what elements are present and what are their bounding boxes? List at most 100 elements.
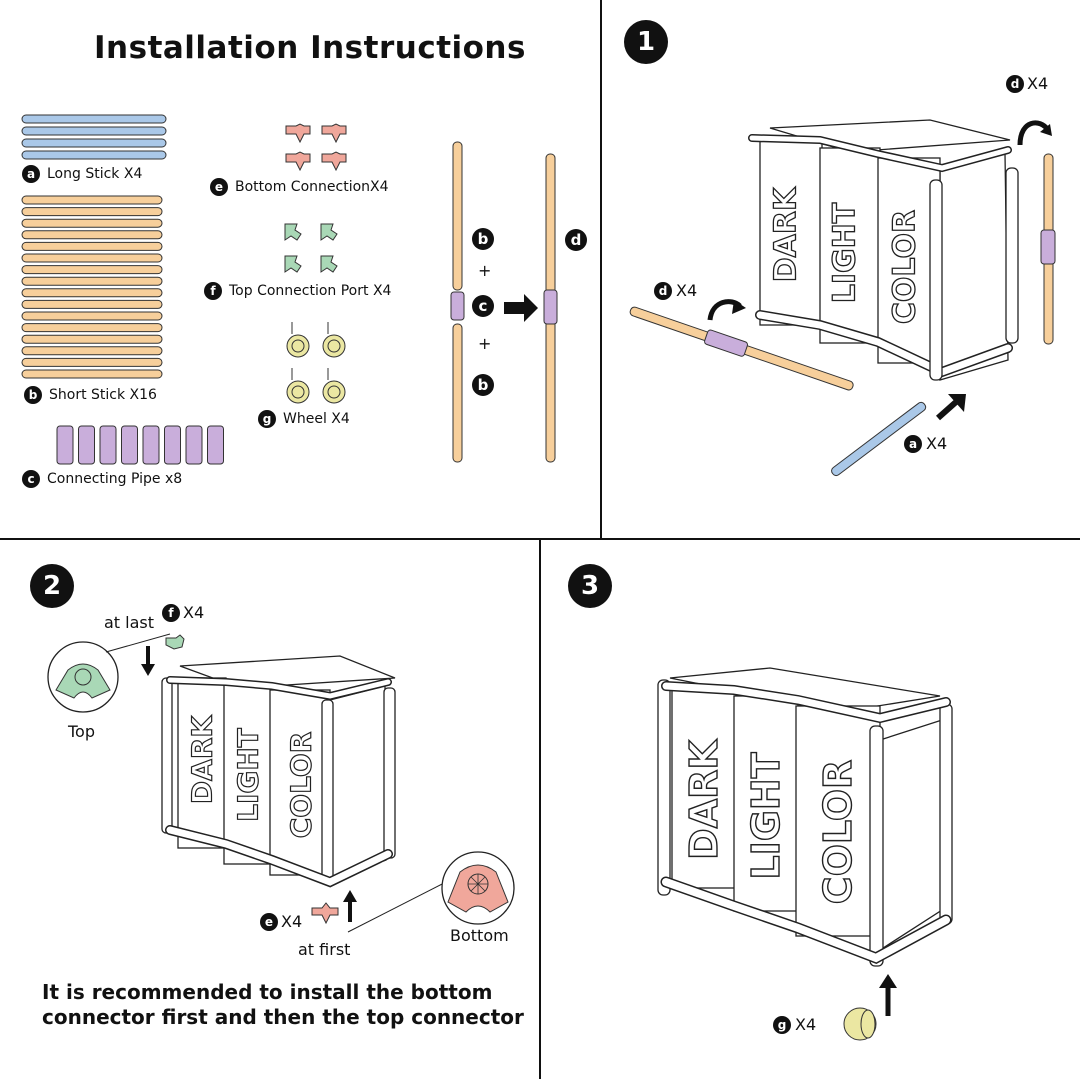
- short-stick: [21, 195, 163, 205]
- badge-a: a: [904, 434, 922, 453]
- step1-hamper-illustration: [629, 119, 1056, 477]
- assembly-badge-d: d: [565, 229, 587, 251]
- short-stick: [21, 346, 163, 356]
- step1-d-top-qty: X4: [1027, 74, 1049, 93]
- short-stick: [21, 218, 163, 228]
- step3-wheel-illustration: [843, 1007, 877, 1041]
- divider-vertical-top: [600, 0, 602, 538]
- connecting-pipe: [78, 425, 95, 465]
- badge-d: d: [654, 281, 672, 300]
- long-stick-text: Long Stick X4: [47, 166, 143, 182]
- bottom-connection-illustration: [285, 123, 347, 172]
- short-stick: [21, 311, 163, 321]
- step3-bin-color: COLOR: [796, 740, 880, 925]
- step2-e-qty: X4: [281, 912, 303, 931]
- divider-vertical-bottom: [539, 538, 541, 1079]
- step3-hamper-illustration: [657, 667, 953, 1016]
- assembly-badge-c: c: [472, 295, 494, 317]
- step3-bin-light-text: LIGHT: [743, 752, 788, 881]
- connecting-pipe: [121, 425, 138, 465]
- badge-g: g: [258, 410, 276, 428]
- wheel-illustration: [286, 322, 346, 404]
- badge-e: e: [260, 912, 278, 931]
- step3-bin-dark-text: DARK: [681, 739, 726, 860]
- top-connection-illustration: [284, 223, 338, 273]
- badge-g: g: [773, 1015, 791, 1034]
- assembly-badge-b-bottom: b: [472, 374, 494, 396]
- short-stick: [21, 323, 163, 333]
- step1-bin-dark-text: DARK: [768, 187, 804, 283]
- short-stick: [21, 299, 163, 309]
- connecting-pipe: [185, 425, 203, 465]
- short-stick: [21, 230, 163, 240]
- step1-bin-light: LIGHT: [815, 168, 875, 338]
- assembly-illustration: [450, 141, 558, 463]
- connecting-pipe-text: Connecting Pipe x8: [47, 471, 183, 487]
- step2-f-qty: X4: [183, 603, 205, 622]
- assembly-plus-1: +: [478, 261, 492, 280]
- top-connection-text: Top Connection Port X4: [229, 283, 392, 299]
- step2-hamper-illustration: [141, 634, 451, 933]
- label-top-connection: f Top Connection Port X4: [204, 282, 391, 300]
- step-3-number: 3: [568, 564, 612, 608]
- step2-bin-color: COLOR: [272, 710, 330, 860]
- long-stick-illustration: [21, 114, 167, 160]
- short-stick: [21, 241, 163, 251]
- recommendation-note: It is recommended to install the bottom …: [42, 980, 524, 1029]
- short-stick-illustration: [21, 195, 163, 379]
- short-stick: [21, 265, 163, 275]
- label-long-stick: a Long Stick X4: [22, 165, 142, 183]
- step3-g-label: g X4: [773, 1015, 816, 1034]
- short-stick: [21, 357, 163, 367]
- step1-d-left-qty: X4: [676, 281, 698, 300]
- short-stick: [21, 369, 163, 379]
- connecting-pipe: [207, 425, 224, 465]
- connecting-pipe: [99, 425, 117, 465]
- step1-bin-light-text: LIGHT: [827, 202, 863, 304]
- assembly-badge-b-top: b: [472, 228, 494, 250]
- label-wheel: g Wheel X4: [258, 410, 350, 428]
- step3-bin-dark: DARK: [672, 720, 736, 880]
- badge-d: d: [1006, 74, 1024, 93]
- label-connecting-pipe: c Connecting Pipe x8: [22, 470, 182, 488]
- assembly-plus-2: +: [478, 334, 492, 353]
- short-stick: [21, 253, 163, 263]
- connecting-pipe: [142, 425, 160, 465]
- step2-at-last: at last: [104, 613, 155, 632]
- step2-e-label: e X4: [260, 912, 302, 931]
- step1-a-label: a X4: [904, 434, 947, 453]
- step1-bin-color: COLOR: [874, 182, 936, 352]
- step1-d-left-label: d X4: [654, 281, 697, 300]
- step3-bin-color-text: COLOR: [815, 759, 860, 905]
- connecting-pipe: [56, 425, 74, 465]
- step2-bin-light: LIGHT: [224, 700, 272, 850]
- short-stick: [21, 207, 163, 217]
- step3-bin-light: LIGHT: [734, 728, 798, 903]
- step1-d-top-label: d X4: [1006, 74, 1048, 93]
- step1-bin-dark: DARK: [756, 160, 816, 310]
- step1-bin-color-text: COLOR: [887, 209, 923, 325]
- label-short-stick: b Short Stick X16: [24, 386, 157, 404]
- step2-bottom-connector-zoom: [441, 851, 515, 925]
- short-stick: [21, 334, 163, 344]
- step2-bin-dark: DARK: [178, 690, 226, 830]
- label-bottom-connection: e Bottom ConnectionX4: [210, 178, 389, 196]
- short-stick: [21, 288, 163, 298]
- connecting-pipe-illustration: [56, 425, 224, 465]
- wheel-text: Wheel X4: [283, 411, 350, 427]
- step2-at-first: at first: [298, 940, 351, 959]
- short-stick: [21, 276, 163, 286]
- step2-bin-color-text: COLOR: [284, 731, 318, 839]
- step-1-number: 1: [624, 20, 668, 64]
- step2-top-label: Top: [68, 722, 95, 741]
- badge-f: f: [162, 603, 180, 622]
- connecting-pipe: [164, 425, 181, 465]
- badge-b: b: [24, 386, 42, 404]
- badge-f: f: [204, 282, 222, 300]
- step2-f-label: f X4: [162, 603, 204, 622]
- badge-c: c: [22, 470, 40, 488]
- step1-a-qty: X4: [926, 434, 948, 453]
- page-title: Installation Instructions: [94, 30, 526, 66]
- step2-bin-light-text: LIGHT: [231, 728, 265, 823]
- badge-e: e: [210, 178, 228, 196]
